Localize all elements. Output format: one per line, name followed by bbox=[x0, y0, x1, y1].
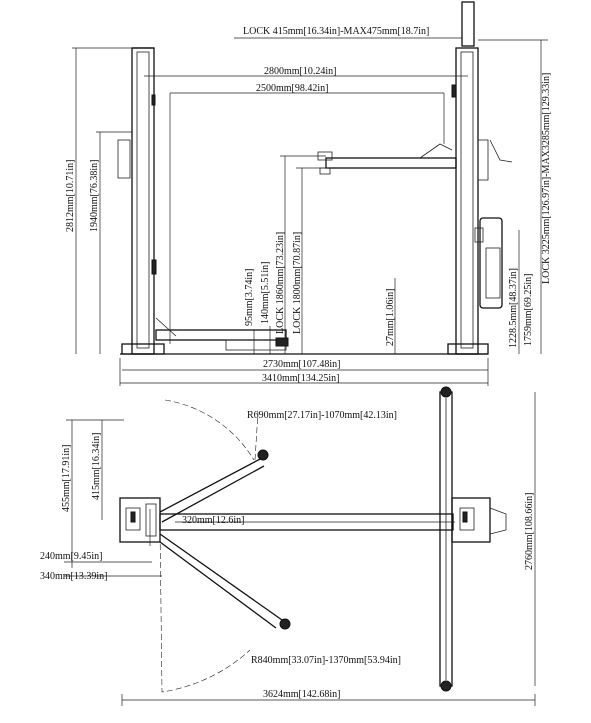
lower-swing-arc bbox=[159, 525, 251, 693]
raised-arm bbox=[317, 143, 457, 175]
side-view: LOCK 415mm[16.34in]-MAX475mm[18.7in] 280… bbox=[65, 1, 552, 386]
dim-240-label: 240mm[9.45in] bbox=[40, 551, 103, 562]
height-1940-label: 1940mm[76.38in] bbox=[89, 160, 100, 233]
right-post-top bbox=[439, 386, 507, 692]
lock-1860-label: LOCK 1860mm[73.23in] bbox=[275, 232, 286, 334]
left-post-top bbox=[119, 497, 161, 543]
dim-340-label: 340mm[13.39in] bbox=[40, 571, 108, 582]
arm-27-label: 27mm[1.06in] bbox=[385, 289, 396, 347]
dim-2760-label: 2760mm[108.66in] bbox=[524, 493, 535, 571]
base-3410-label: 3410mm[134.25in] bbox=[262, 373, 340, 384]
radius-upper-label: R690mm[27.17in]-1070mm[42.13in] bbox=[247, 410, 397, 421]
dim-455-label: 455mm[17.91in] bbox=[61, 445, 72, 513]
lock-3225-label: LOCK 3225mm[126.97in]-MAX3285mm[129.33in… bbox=[541, 73, 552, 284]
top-beam-end bbox=[461, 1, 475, 47]
lowered-arm bbox=[155, 317, 289, 351]
lock-range-label: LOCK 415mm[16.34in]-MAX475mm[18.7in] bbox=[243, 26, 429, 37]
low-95-label: 95mm[3.74in] bbox=[244, 269, 255, 327]
lock-1800-label: LOCK 1800mm[70.87in] bbox=[292, 232, 303, 334]
dim-415-label: 415mm[16.34in] bbox=[91, 433, 102, 501]
dim-1759-label: 1759mm[69.25in] bbox=[523, 274, 534, 347]
dim-1228-label: 1228.5mm[48.37in] bbox=[508, 268, 519, 348]
radius-lower-label: R840mm[33.07in]-1370mm[53.94in] bbox=[251, 655, 401, 666]
upper-swing-arc bbox=[164, 399, 255, 461]
dim-320-label: 320mm[12.6in] bbox=[182, 515, 245, 526]
outer-width-label: 2800mm[10.24in] bbox=[264, 66, 337, 77]
left-column bbox=[117, 47, 157, 355]
upper-swing-arm bbox=[159, 449, 269, 523]
dim-3624-label: 3624mm[142.68in] bbox=[263, 689, 341, 700]
top-view: R690mm[27.17in]-1070mm[42.13in] R840mm[3… bbox=[40, 386, 536, 706]
base-2730-label: 2730mm[107.48in] bbox=[263, 359, 341, 370]
lower-swing-arm bbox=[159, 533, 291, 630]
low-140-label: 140mm[5.51in] bbox=[260, 262, 271, 325]
inner-width-label: 2500mm[98.42in] bbox=[256, 83, 329, 94]
right-column bbox=[451, 47, 513, 355]
overall-height-label: 2812mm[10.71in] bbox=[65, 160, 76, 233]
